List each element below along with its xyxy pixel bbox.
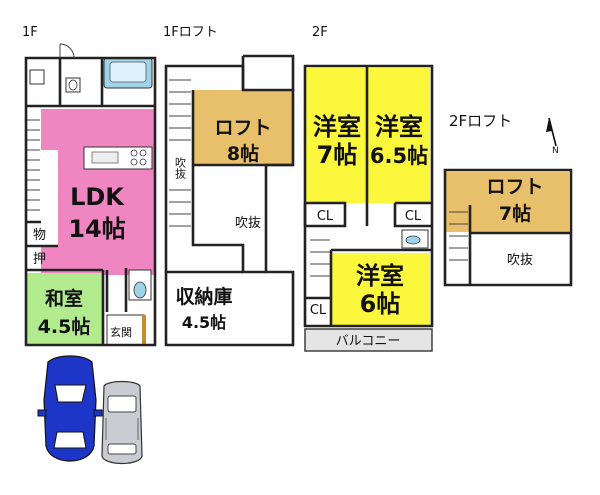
washitsu-name: 和室 bbox=[45, 287, 83, 310]
youshitsu-6-title: 洋室 bbox=[356, 262, 404, 290]
loft-1f-name: ロフト bbox=[214, 117, 271, 139]
youshitsu-7-room bbox=[306, 68, 366, 203]
loft-2f-name: ロフト bbox=[486, 176, 543, 198]
washitsu-size: 4.5帖 bbox=[38, 315, 91, 338]
toilet-2f bbox=[405, 235, 421, 245]
floor-title-1f: 1F bbox=[22, 25, 38, 40]
compass-icon: N bbox=[546, 117, 559, 156]
storage-room-name: 収納庫 bbox=[175, 285, 232, 308]
closet-label-1: CL bbox=[317, 209, 334, 224]
floor-title-2f: 2F bbox=[312, 25, 328, 40]
loft-2f-room bbox=[445, 172, 569, 232]
floor-1f-loft: ロフト 8帖 吹抜 吹抜 収納庫 4.5帖 bbox=[164, 54, 295, 347]
youshitsu-6-size: 6帖 bbox=[360, 290, 401, 318]
blue-car-icon bbox=[37, 355, 103, 462]
closet-label-2: CL bbox=[405, 209, 422, 224]
youshitsu-6-5-size: 6.5帖 bbox=[370, 144, 428, 168]
floor-2f: 洋室 洋室 7帖 洋室 6.5帖 洋室 6帖 CL CL CL バルコニー bbox=[303, 64, 434, 352]
storage-label-a: 物 bbox=[33, 228, 46, 243]
floor-title-2f-loft: 2Fロフト bbox=[449, 112, 512, 130]
entrance-label: 玄関 bbox=[110, 325, 132, 339]
grey-car-icon bbox=[101, 380, 143, 465]
floor-title-1f-loft: 1Fロフト bbox=[163, 25, 218, 40]
youshitsu-6-5-title: 洋室 bbox=[375, 113, 423, 141]
toilet bbox=[133, 281, 147, 299]
loft-2f-size: 7帖 bbox=[499, 202, 531, 225]
loft-1f-size: 8帖 bbox=[227, 142, 259, 165]
washitsu-room bbox=[26, 273, 103, 345]
floor-1f: LDK 14帖 和室 4.5帖 物 押 玄関 bbox=[24, 43, 157, 347]
storage-room-size: 4.5帖 bbox=[182, 313, 226, 332]
youshitsu-6-5-room bbox=[367, 68, 430, 203]
fukinuke-label-2f: 吹抜 bbox=[507, 252, 533, 268]
youshitsu-7-title: 洋室 bbox=[313, 113, 361, 141]
closet-label-3: CL bbox=[310, 303, 327, 318]
youshitsu-6-room bbox=[331, 253, 430, 325]
fukinuke-small-label: 吹抜 bbox=[174, 157, 187, 180]
youshitsu-7-size: 7帖 bbox=[317, 141, 358, 169]
ldk-size: 14帖 bbox=[68, 215, 125, 243]
floor-2f-loft: ロフト 7帖 吹抜 bbox=[443, 168, 573, 287]
compass-north-label: N bbox=[552, 146, 559, 156]
ldk-name: LDK bbox=[70, 183, 125, 211]
fukinuke-label-1f: 吹抜 bbox=[235, 215, 261, 231]
loft-1f-room bbox=[193, 90, 293, 165]
storage-label-b: 押 bbox=[33, 252, 46, 267]
balcony-area bbox=[304, 328, 433, 352]
sink bbox=[29, 69, 45, 85]
balcony-label: バルコニー bbox=[336, 334, 401, 349]
